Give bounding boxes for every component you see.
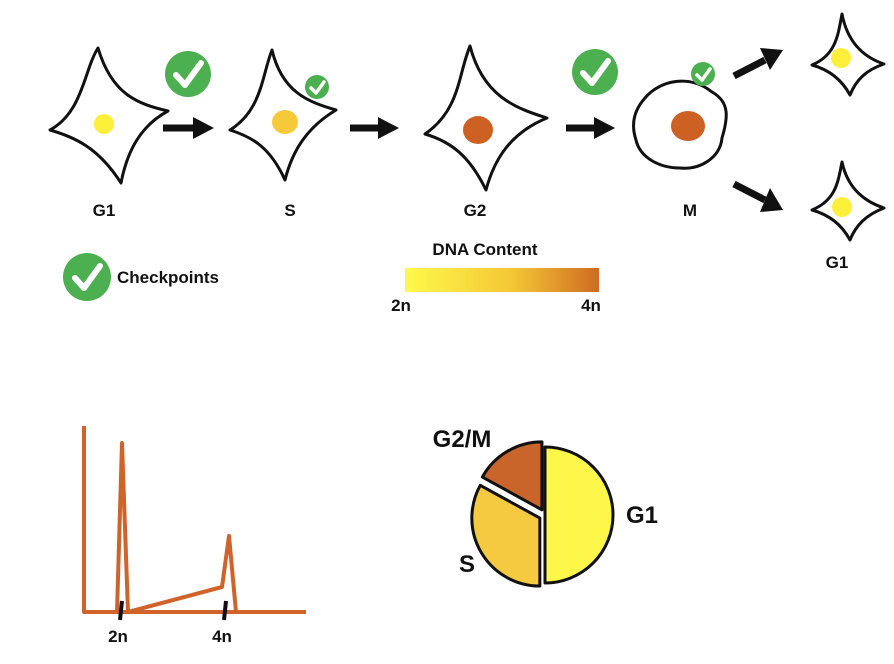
histogram-line-fill: [127, 585, 223, 614]
pie-label-g1: G1: [626, 502, 658, 529]
tick-label-4n: 4n: [212, 627, 232, 646]
nucleus-g2: [463, 116, 493, 144]
pie-slice-g1: [543, 445, 615, 585]
cell-m: [632, 79, 728, 170]
dna-gradient-bar: [405, 268, 599, 292]
pie-label-g2m: G2/M: [433, 426, 492, 453]
cell-s: [228, 48, 338, 182]
tick-2n: [118, 600, 124, 621]
stage-label-daughter-g1: G1: [826, 253, 849, 272]
nucleus-daughter-top: [831, 48, 851, 68]
checkpoint-s-icon: [305, 75, 329, 99]
checkpoints-legend: Checkpoints: [63, 253, 219, 301]
cell-cycle-pie-chart: [470, 440, 615, 588]
checkpoint-m-icon: [691, 62, 715, 86]
arrow-m-to-bottom: [732, 180, 783, 212]
nucleus-g1: [94, 114, 114, 134]
stage-label-s: S: [284, 201, 295, 220]
arrow-s-to-g2: [350, 117, 399, 139]
checkpoint-legend-icon: [63, 253, 111, 301]
cell-g2: [423, 44, 549, 192]
pie-slice-s: [470, 483, 542, 588]
cell-g1: [48, 46, 170, 185]
dna-content-title: DNA Content: [432, 240, 537, 259]
checkpoints-label: Checkpoints: [117, 268, 219, 287]
dna-content-legend: DNA Content 2n 4n: [391, 240, 601, 315]
tick-label-2n: 2n: [108, 627, 128, 646]
cell-daughter-bottom: [810, 160, 886, 242]
tick-4n: [222, 600, 228, 621]
dna-histogram: 2n 4n: [82, 426, 306, 646]
checkpoint-g1-s-icon: [165, 51, 211, 97]
stage-label-m: M: [683, 201, 697, 220]
pie-slice-g2m: [480, 440, 544, 512]
cell-daughter-top: [810, 12, 886, 97]
dna-min-label: 2n: [391, 296, 411, 315]
histogram-line: [82, 426, 306, 614]
nucleus-s: [272, 110, 298, 134]
pie-label-s: S: [459, 551, 475, 578]
nucleus-m: [671, 111, 705, 141]
stage-label-g1: G1: [93, 201, 116, 220]
dna-max-label: 4n: [581, 296, 601, 315]
stage-label-g2: G2: [464, 201, 487, 220]
checkpoint-g2-m-icon: [572, 49, 618, 95]
nucleus-daughter-bottom: [832, 197, 852, 217]
arrow-g2-to-m: [566, 117, 615, 139]
arrow-g1-to-s: [163, 117, 214, 139]
arrow-m-to-top: [732, 48, 783, 80]
